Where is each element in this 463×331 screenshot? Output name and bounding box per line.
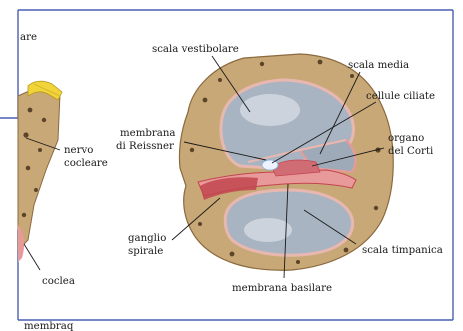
label-ganglio-line2: spirale bbox=[128, 246, 163, 257]
bone-pore bbox=[34, 188, 38, 192]
left-bone-illustration bbox=[18, 81, 62, 262]
cochlea-cross-section bbox=[179, 54, 393, 270]
label-ganglio-line1: ganglio bbox=[128, 233, 166, 244]
label-nervo-line1: nervo bbox=[64, 145, 93, 156]
leader-coclea bbox=[24, 244, 40, 270]
bone-pore bbox=[344, 248, 349, 253]
bone-pore bbox=[42, 118, 46, 122]
bone-pore bbox=[260, 62, 264, 66]
bone-pore bbox=[374, 206, 378, 210]
bone-pore bbox=[22, 213, 26, 217]
label-organo-line1: organo bbox=[388, 133, 424, 144]
label-cropped-top-left: are bbox=[20, 32, 37, 43]
label-nervo-line2: cocleare bbox=[64, 158, 108, 169]
cellule-ciliate-cells bbox=[262, 160, 278, 170]
scala-timpanica-highlight bbox=[244, 218, 292, 242]
bone-pore bbox=[198, 222, 202, 226]
label-membrana-reissner-line2: di Reissner bbox=[116, 141, 174, 152]
bone-pore bbox=[23, 132, 28, 137]
bone-pore bbox=[28, 108, 33, 113]
label-organo-line2: del Corti bbox=[388, 146, 434, 157]
label-membrana-reissner-line1: membrana bbox=[120, 128, 175, 139]
label-scala-vestibolare: scala vestibolare bbox=[152, 44, 239, 55]
bone-pore bbox=[218, 78, 222, 82]
bone-pore bbox=[190, 148, 194, 152]
label-scala-timpanica: scala timpanica bbox=[362, 245, 443, 256]
label-cropped-bottom: membraq bbox=[24, 321, 74, 331]
label-coclea: coclea bbox=[42, 276, 75, 287]
bone-pore bbox=[26, 166, 31, 171]
bone-pore bbox=[296, 260, 300, 264]
label-scala-media: scala media bbox=[348, 60, 409, 71]
bone-pore bbox=[203, 98, 208, 103]
label-membrana-basilare: membrana basilare bbox=[232, 283, 332, 294]
bone-pore bbox=[38, 148, 42, 152]
bone-pore bbox=[318, 60, 323, 65]
left-bone-block bbox=[18, 86, 60, 250]
scala-timpanica-chamber bbox=[225, 190, 352, 255]
bone-pore bbox=[230, 252, 235, 257]
label-cellule-ciliate: cellule ciliate bbox=[366, 91, 435, 102]
bone-pore bbox=[350, 74, 354, 78]
